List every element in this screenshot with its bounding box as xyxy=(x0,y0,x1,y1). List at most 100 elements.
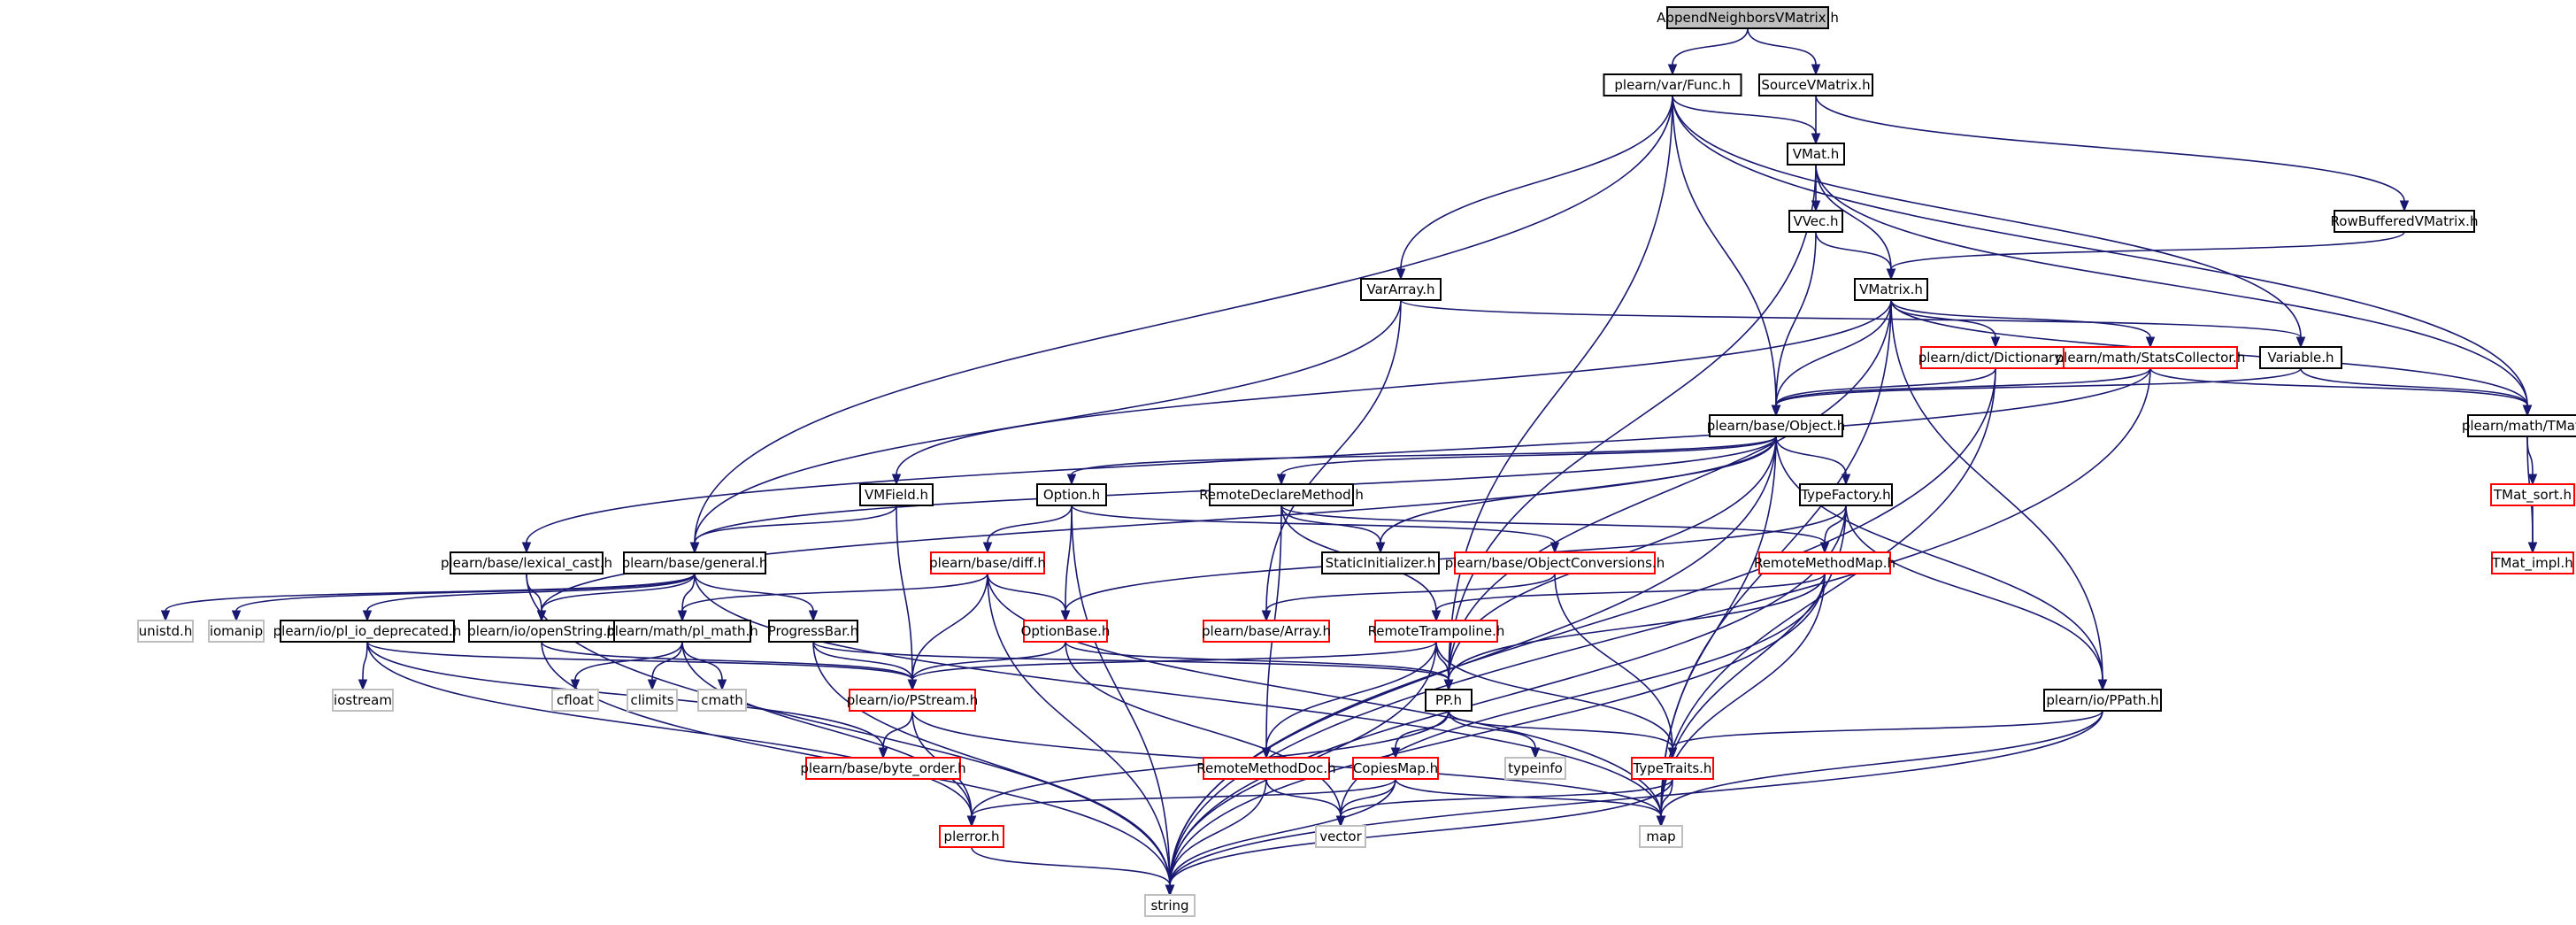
node-label: TypeFactory.h xyxy=(1800,487,1890,503)
node-typetraits-h[interactable]: TypeTraits.h xyxy=(1631,757,1714,780)
node-plearn-base-object-h[interactable]: plearn/base/Object.h xyxy=(1707,414,1846,437)
node-label: plearn/base/lexical_cast.h xyxy=(441,555,612,572)
node-label: cmath xyxy=(701,692,742,708)
edge-progressbar-h-to-pp-h xyxy=(812,641,1449,681)
edge-variable-h-to-plearn-base-object-h xyxy=(1775,367,2302,406)
edge-vmfield-h-to-plearn-io-pstream-h xyxy=(896,505,913,681)
node-tmat-impl-h[interactable]: TMat_impl.h xyxy=(2491,551,2574,574)
edge-plearn-io-pl-io-deprecated-h-to-plerror-h xyxy=(366,641,973,817)
node-box xyxy=(1209,483,1354,506)
edge-copiesmap-h-to-plerror-h xyxy=(971,778,1396,817)
node-remotetrampoline-h[interactable]: RemoteTrampoline.h xyxy=(1368,620,1505,643)
node-label: SourceVMatrix.h xyxy=(1761,77,1870,93)
edge-plearn-math-statscollector-h-to-plearn-base-lexical-cast-h xyxy=(526,367,2151,543)
node-plearn-io-openstring-h[interactable]: plearn/io/openString.h xyxy=(467,620,616,643)
edge-plearn-base-general-h-to-iomanip xyxy=(235,573,696,612)
node-tmat-sort-h[interactable]: TMat_sort.h xyxy=(2490,483,2575,506)
node-cmath: cmath xyxy=(697,689,747,712)
node-vararray-h[interactable]: VarArray.h xyxy=(1360,278,1442,301)
node-variable-h[interactable]: Variable.h xyxy=(2259,346,2342,369)
node-box xyxy=(1920,346,2071,369)
node-staticinitializer-h[interactable]: StaticInitializer.h xyxy=(1321,551,1440,574)
node-rowbufferedvmatrix-h[interactable]: RowBufferedVMatrix.h xyxy=(2331,210,2479,233)
node-plearn-math-tmat-h[interactable]: plearn/math/TMat.h xyxy=(2462,414,2576,437)
node-remotemethodmap-h[interactable]: RemoteMethodMap.h xyxy=(1754,551,1895,574)
edge-progressbar-h-to-plearn-io-pstream-h xyxy=(812,641,913,681)
node-label: RowBufferedVMatrix.h xyxy=(2331,213,2479,229)
node-label: VMatrix.h xyxy=(1859,281,1923,297)
node-option-h[interactable]: Option.h xyxy=(1036,483,1107,506)
node-plearn-math-statscollector-h[interactable]: plearn/math/StatsCollector.h xyxy=(2056,346,2246,369)
arrowhead xyxy=(717,679,727,691)
node-label: plearn/math/TMat.h xyxy=(2462,418,2576,434)
node-plearn-io-pstream-h[interactable]: plearn/io/PStream.h xyxy=(847,689,979,712)
node-box xyxy=(1639,825,1683,848)
node-label: RemoteDeclareMethod.h xyxy=(1199,487,1364,503)
arrowhead xyxy=(1667,747,1678,759)
node-sourcevmatrix-h[interactable]: SourceVMatrix.h xyxy=(1758,73,1873,96)
node-label: typeinfo xyxy=(1508,760,1563,776)
node-appendneighborsvmatrix-h[interactable]: AppendNeighborsVMatrix.h xyxy=(1657,6,1839,29)
node-box xyxy=(1360,278,1442,301)
node-box xyxy=(1352,757,1439,780)
node-optionbase-h[interactable]: OptionBase.h xyxy=(1021,620,1111,643)
arrowhead xyxy=(1261,747,1272,759)
arrowhead xyxy=(160,610,171,622)
edge-plearn-var-func-h-to-plearn-base-general-h xyxy=(694,95,1673,543)
node-label: Variable.h xyxy=(2267,350,2334,366)
node-plearn-io-ppath-h[interactable]: plearn/io/PPath.h xyxy=(2043,689,2162,712)
node-vmatrix-h[interactable]: VMatrix.h xyxy=(1854,278,1928,301)
arrowhead xyxy=(677,610,688,622)
node-plearn-base-general-h[interactable]: plearn/base/general.h xyxy=(622,551,768,574)
node-label: iostream xyxy=(334,692,392,708)
node-plearn-var-func-h[interactable]: plearn/var/Func.h xyxy=(1603,73,1742,96)
node-plearn-base-lexical-cast-h[interactable]: plearn/base/lexical_cast.h xyxy=(441,551,612,574)
node-box xyxy=(1666,6,1829,29)
arrowhead xyxy=(891,474,902,486)
node-plerror-h[interactable]: plerror.h xyxy=(939,825,1004,848)
node-label: TMat_impl.h xyxy=(2491,555,2572,572)
node-copiesmap-h[interactable]: CopiesMap.h xyxy=(1352,757,1439,780)
node-box xyxy=(1758,551,1891,574)
node-plearn-base-objectconversions-h[interactable]: plearn/base/ObjectConversions.h xyxy=(1445,551,1665,574)
edge-vmat-h-to-pp-h xyxy=(1448,164,1817,681)
edge-plearn-base-object-h-to-plearn-io-ppath-h xyxy=(1775,436,2103,681)
node-box xyxy=(1758,73,1873,96)
arrowhead xyxy=(808,610,819,622)
node-plearn-dict-dictionary-h[interactable]: plearn/dict/Dictionary.h xyxy=(1919,346,2073,369)
node-plearn-base-diff-h[interactable]: plearn/base/diff.h xyxy=(929,551,1046,574)
edge-plearn-base-general-h-to-map xyxy=(694,573,1662,817)
edge-pp-h-to-typetraits-h xyxy=(1448,710,1673,749)
node-box xyxy=(1854,278,1928,301)
node-remotemethoddoc-h[interactable]: RemoteMethodDoc.h xyxy=(1196,757,1336,780)
node-remotedeclaremethod-h[interactable]: RemoteDeclareMethod.h xyxy=(1199,483,1364,506)
node-vvec-h[interactable]: VVec.h xyxy=(1788,210,1843,233)
node-label: plearn/io/openString.h xyxy=(467,623,615,639)
node-label: iomanip xyxy=(210,623,263,639)
node-plearn-base-array-h[interactable]: plearn/base/Array.h xyxy=(1202,620,1331,643)
edge-plearn-base-object-h-to-remotedeclaremethod-h xyxy=(1280,436,1777,475)
node-box xyxy=(1144,894,1196,917)
node-typefactory-h[interactable]: TypeFactory.h xyxy=(1799,483,1893,506)
node-vmfield-h[interactable]: VMField.h xyxy=(859,483,934,506)
node-label: plearn/io/pl_io_deprecated.h xyxy=(273,623,462,640)
edge-vmatrix-h-to-plearn-io-ppath-h xyxy=(1890,299,2103,681)
node-plearn-math-pl-math-h[interactable]: plearn/math/pl_math.h xyxy=(606,620,758,643)
node-pp-h[interactable]: PP.h xyxy=(1425,689,1473,712)
edge-remotetrampoline-h-to-remotemethoddoc-h xyxy=(1265,641,1437,749)
node-plearn-base-byte-order-h[interactable]: plearn/base/byte_order.h xyxy=(800,757,966,780)
node-label: climits xyxy=(630,692,673,708)
node-vmat-h[interactable]: VMat.h xyxy=(1787,143,1845,166)
node-label: plearn/base/diff.h xyxy=(929,555,1046,571)
node-label: plearn/var/Func.h xyxy=(1614,77,1730,93)
node-plearn-io-pl-io-deprecated-h[interactable]: plearn/io/pl_io_deprecated.h xyxy=(273,620,462,643)
node-box xyxy=(1787,143,1845,166)
node-progressbar-h[interactable]: ProgressBar.h xyxy=(768,620,859,643)
node-label: map xyxy=(1646,829,1675,844)
edge-option-h-to-string xyxy=(1071,505,1171,886)
edge-plearn-base-object-h-to-map xyxy=(1660,436,1777,817)
arrowhead xyxy=(1060,610,1071,622)
arrowhead xyxy=(689,542,700,554)
node-box xyxy=(1321,551,1440,574)
edge-plearn-io-pl-io-deprecated-h-to-iostream xyxy=(362,641,368,681)
